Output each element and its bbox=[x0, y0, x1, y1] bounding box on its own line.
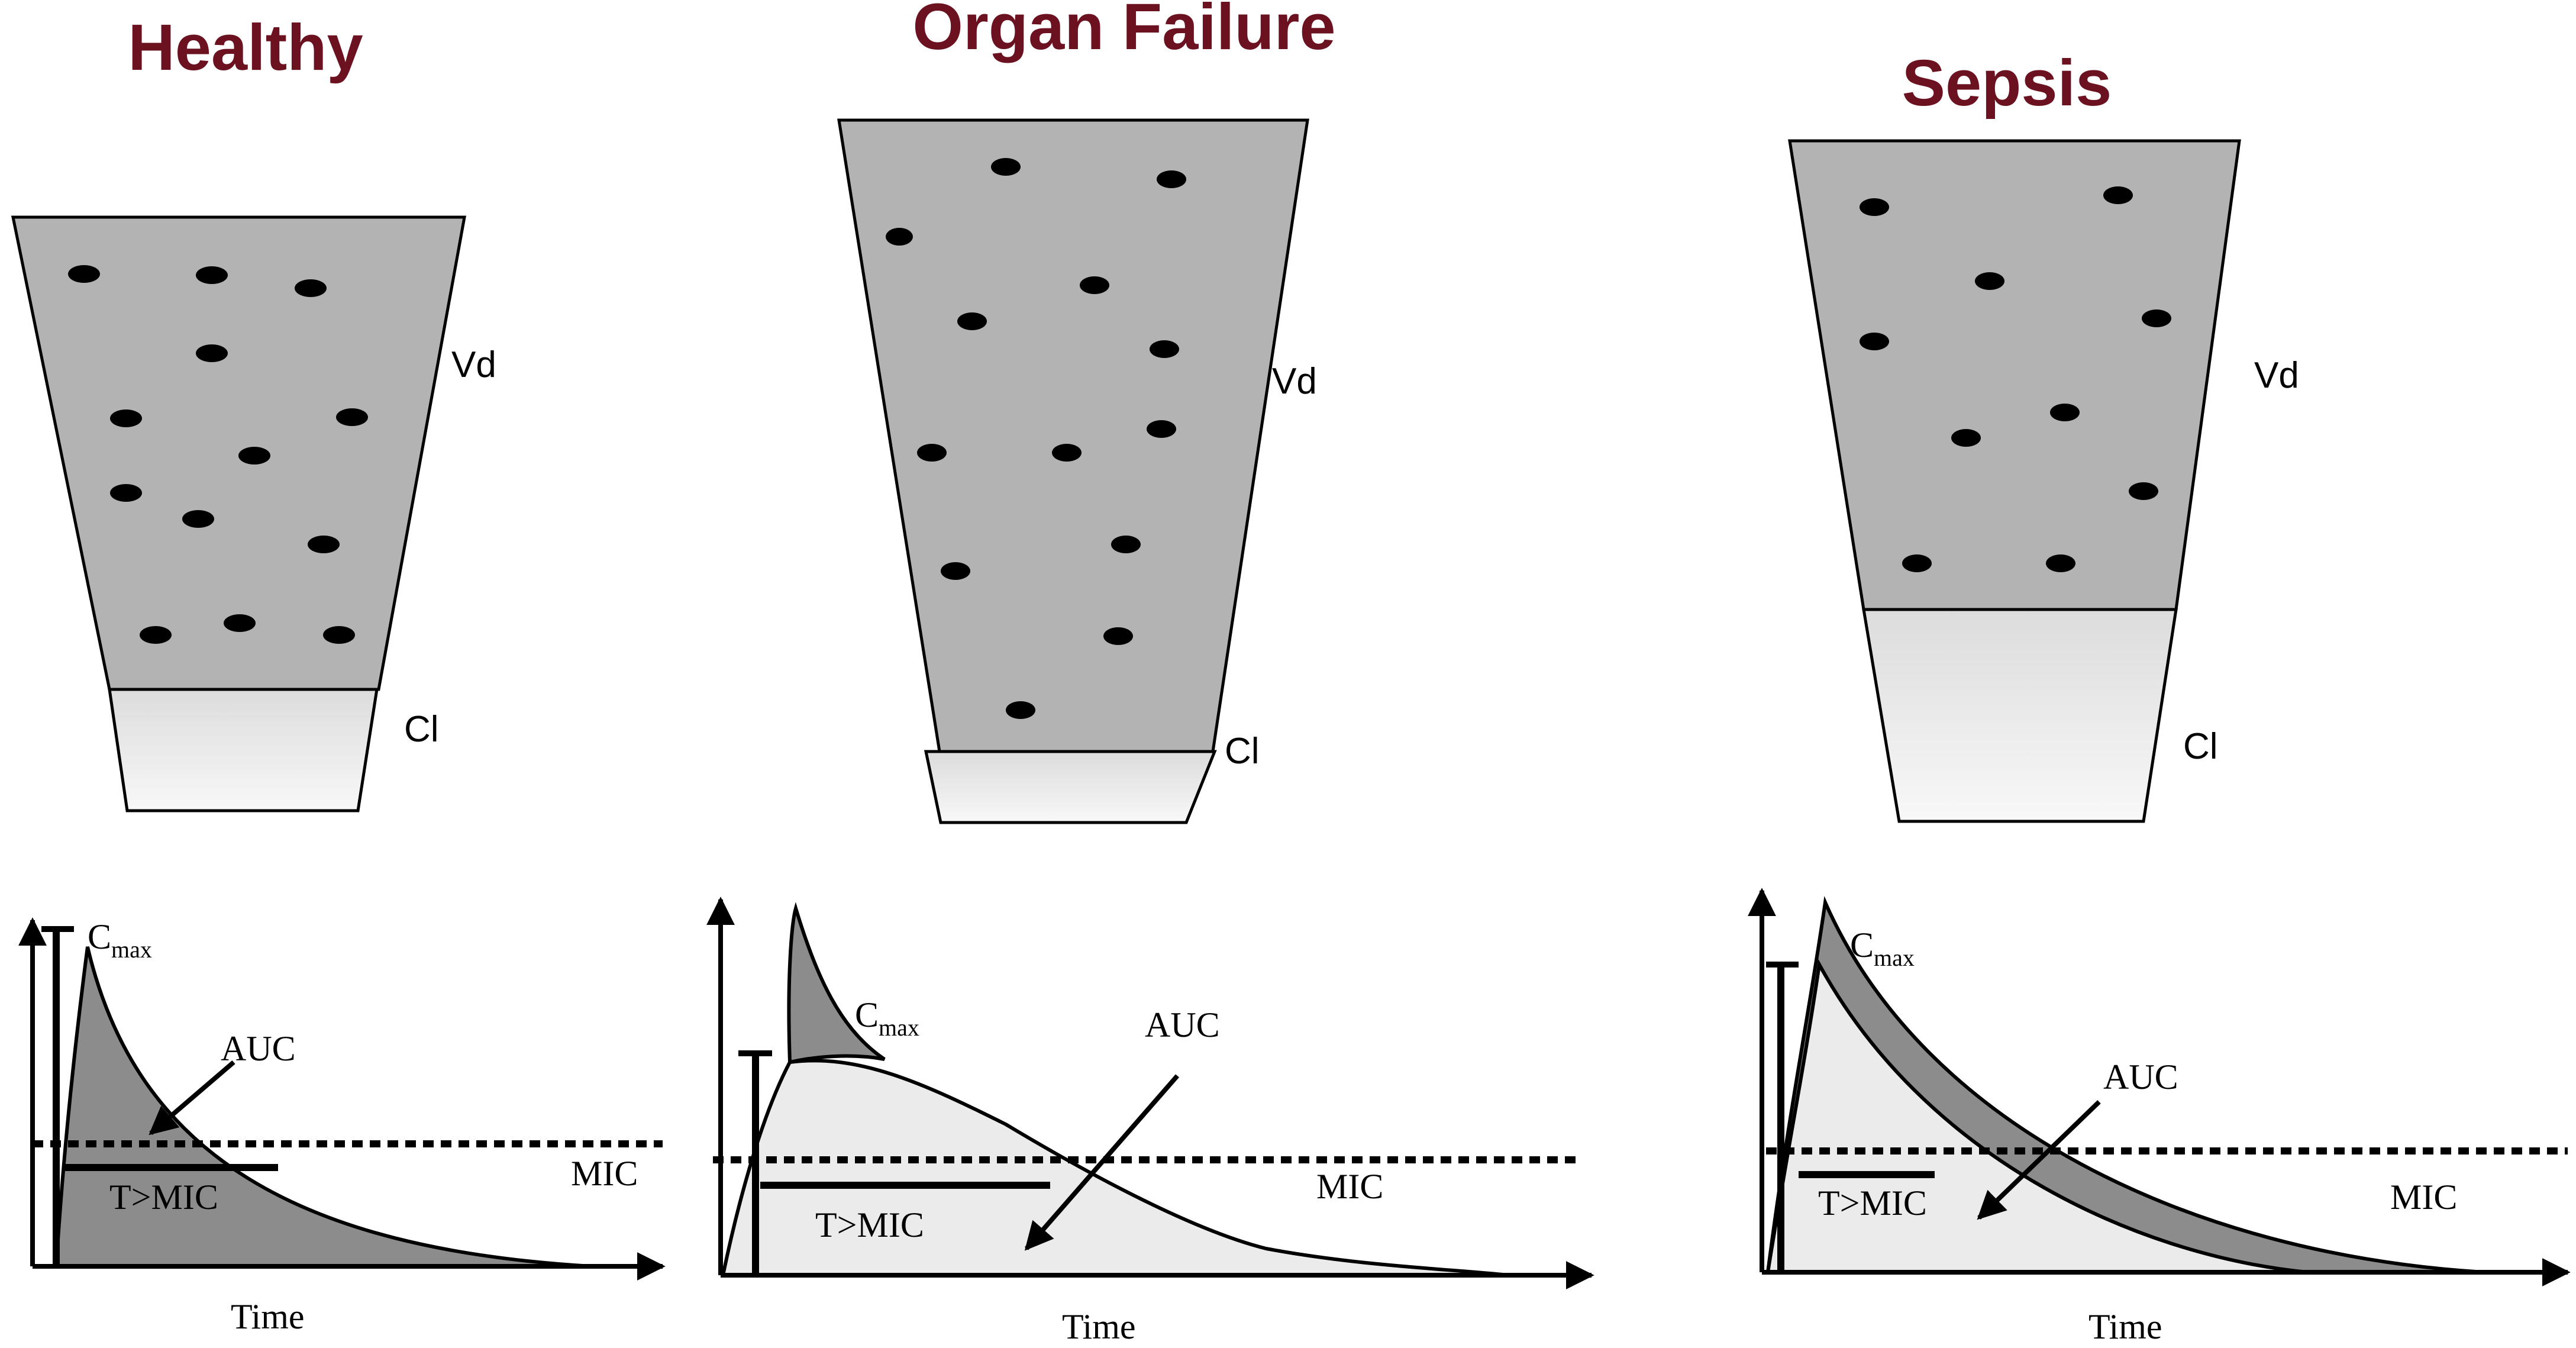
auc-area bbox=[54, 946, 592, 1268]
mic-label: MIC bbox=[571, 1154, 638, 1193]
cl-compartment bbox=[108, 688, 379, 812]
vd-compartment bbox=[837, 118, 1309, 753]
auc-label: AUC bbox=[2103, 1057, 2178, 1097]
t-mic-label: T>MIC bbox=[1818, 1183, 1927, 1223]
t-mic-label: T>MIC bbox=[109, 1178, 218, 1217]
conc-time-graph: Cmax AUC T>MIC MIC Time bbox=[18, 917, 666, 1336]
panel-title: Organ Failure bbox=[912, 0, 1335, 63]
drug-particles bbox=[886, 158, 1186, 719]
cl-label: Cl bbox=[404, 709, 439, 750]
drug-particles bbox=[1860, 186, 2171, 572]
vd-compartment bbox=[1788, 139, 2241, 611]
panel-title: Sepsis bbox=[1902, 47, 2112, 120]
auc-label: AUC bbox=[1145, 1005, 1220, 1044]
cl-compartment bbox=[1862, 608, 2178, 823]
vd-label: Vd bbox=[1272, 361, 1317, 402]
time-label: Time bbox=[231, 1297, 305, 1336]
panel-sepsis: Sepsis Vd Cl Cmax bbox=[1748, 47, 2571, 1346]
cmax-label: Cmax bbox=[1850, 925, 1915, 971]
panel-title: Healthy bbox=[128, 11, 363, 84]
cmax-label: Cmax bbox=[88, 917, 152, 963]
t-mic-label: T>MIC bbox=[815, 1205, 924, 1244]
auc-area bbox=[721, 1059, 1509, 1277]
auc-label: AUC bbox=[221, 1029, 296, 1068]
vd-label: Vd bbox=[2254, 355, 2299, 396]
vd-label: Vd bbox=[451, 344, 496, 385]
panel-organ-failure: Organ Failure Vd Cl bbox=[706, 0, 1594, 1346]
mic-label: MIC bbox=[2390, 1178, 2457, 1217]
time-label: Time bbox=[2088, 1307, 2162, 1346]
drug-particles bbox=[68, 265, 368, 644]
auc-arrow bbox=[1977, 1100, 2101, 1220]
vd-compartment bbox=[11, 215, 466, 691]
cl-label: Cl bbox=[1225, 731, 1260, 772]
cmax-label: Cmax bbox=[855, 995, 919, 1041]
cmax-peak bbox=[787, 902, 886, 1065]
auc-arrow bbox=[1024, 1074, 1180, 1251]
auc-inner-area bbox=[1765, 959, 2308, 1274]
time-label: Time bbox=[1062, 1307, 1136, 1346]
conc-time-graph: Cmax AUC T>MIC MIC Time bbox=[1748, 888, 2571, 1346]
auc-arrow bbox=[149, 1060, 235, 1136]
cl-label: Cl bbox=[2183, 726, 2218, 767]
cl-compartment bbox=[924, 750, 1217, 824]
panel-healthy: Healthy Vd Cl bbox=[11, 11, 666, 1336]
conc-time-graph: Cmax AUC T>MIC MIC Time bbox=[706, 896, 1594, 1346]
mic-label: MIC bbox=[1316, 1167, 1383, 1206]
